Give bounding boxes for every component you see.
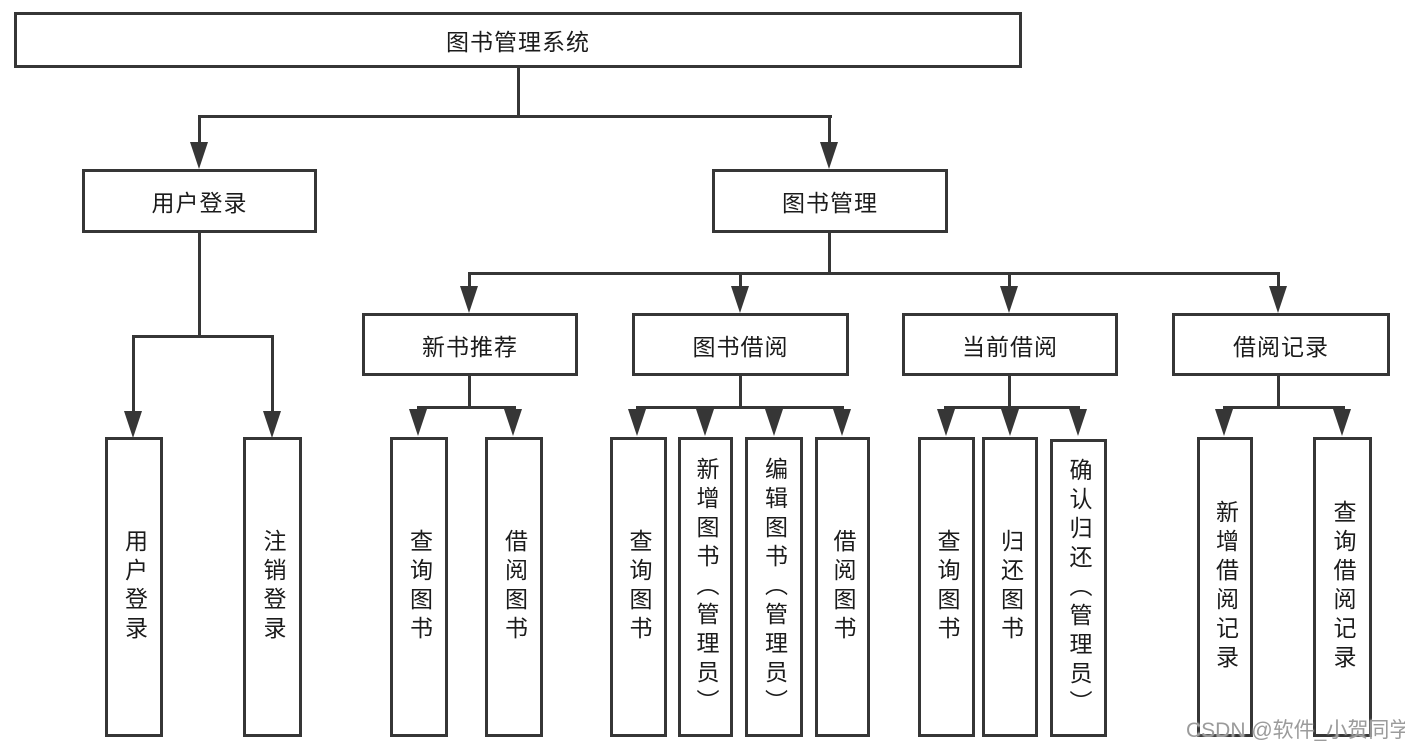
arrowhead-borrow-records-leaf-1 — [1215, 409, 1233, 436]
connector-stub-new-book — [468, 272, 471, 290]
leaf-new-book-borrow-books: 借阅图书 — [485, 437, 543, 737]
connector-stub-logout-leaf — [271, 335, 274, 415]
connector-user-login-trunk — [198, 233, 201, 338]
connector-current-borrow-trunk — [1008, 376, 1011, 409]
arrowhead-book-borrow-leaf-1 — [628, 409, 646, 436]
node-book-management: 图书管理 — [712, 169, 948, 233]
connector-book-borrow-trunk — [739, 376, 742, 409]
connector-book-borrow-distributor — [636, 406, 844, 409]
arrowhead-book-borrow-leaf-3 — [765, 409, 783, 436]
node-user-login: 用户登录 — [82, 169, 317, 233]
leaf-book-borrow-borrow-books: 借阅图书 — [815, 437, 870, 737]
arrowhead-logout-leaf — [263, 411, 281, 438]
connector-user-login-distributor — [133, 335, 274, 338]
arrowhead-current-borrow — [1000, 286, 1018, 313]
arrowhead-current-borrow-leaf-3 — [1069, 409, 1087, 436]
connector-new-book-distributor — [417, 406, 516, 409]
arrowhead-new-book — [460, 286, 478, 313]
arrowhead-book-borrow-leaf-2 — [696, 409, 714, 436]
node-new-book-recommend: 新书推荐 — [362, 313, 578, 376]
leaf-user-logout: 注销登录 — [243, 437, 302, 737]
arrowhead-current-borrow-leaf-2 — [1001, 409, 1019, 436]
leaf-borrow-records-add-record: 新增借阅记录 — [1197, 437, 1253, 737]
arrowhead-login-leaf — [124, 411, 142, 438]
connector-borrow-records-distributor — [1223, 406, 1345, 409]
node-book-borrow: 图书借阅 — [632, 313, 849, 376]
connector-borrow-records-trunk — [1277, 376, 1280, 409]
connector-level2-distributor — [198, 115, 832, 118]
connector-root-trunk — [517, 68, 520, 118]
connector-current-borrow-distributor — [944, 406, 1080, 409]
leaf-book-borrow-query-books: 查询图书 — [610, 437, 667, 737]
arrowhead-book-management — [820, 142, 838, 169]
leaf-book-borrow-add-books-admin: 新增图书（管理员） — [678, 437, 733, 737]
arrowhead-book-borrow — [731, 286, 749, 313]
connector-stub-login-leaf — [132, 335, 135, 415]
leaf-current-borrow-query-books: 查询图书 — [918, 437, 975, 737]
connector-book-management-trunk — [828, 233, 831, 275]
connector-stub-book-management — [828, 115, 831, 145]
leaf-borrow-records-query-record: 查询借阅记录 — [1313, 437, 1372, 737]
arrowhead-current-borrow-leaf-1 — [937, 409, 955, 436]
connector-level3-distributor — [468, 272, 1280, 275]
connector-stub-user-login — [198, 115, 201, 145]
watermark-csdn: CSDN @软件_小贺同学 — [1186, 719, 1405, 742]
leaf-user-login: 用户登录 — [105, 437, 163, 737]
arrowhead-borrow-records-leaf-2 — [1333, 409, 1351, 436]
connector-stub-current-borrow — [1008, 272, 1011, 290]
arrowhead-borrow-records — [1269, 286, 1287, 313]
node-borrow-records: 借阅记录 — [1172, 313, 1390, 376]
connector-stub-book-borrow — [739, 272, 742, 290]
connector-stub-borrow-records — [1277, 272, 1280, 290]
arrowhead-new-book-leaf-2 — [504, 409, 522, 436]
connector-new-book-trunk — [468, 376, 471, 409]
leaf-book-borrow-edit-books-admin: 编辑图书（管理员） — [745, 437, 803, 737]
arrowhead-new-book-leaf-1 — [409, 409, 427, 436]
arrowhead-book-borrow-leaf-4 — [833, 409, 851, 436]
node-current-borrow: 当前借阅 — [902, 313, 1118, 376]
leaf-current-borrow-return-books: 归还图书 — [982, 437, 1038, 737]
arrowhead-user-login — [190, 142, 208, 169]
leaf-new-book-query-books: 查询图书 — [390, 437, 448, 737]
node-library-management-system: 图书管理系统 — [14, 12, 1022, 68]
leaf-current-borrow-confirm-return-admin: 确认归还（管理员） — [1050, 439, 1107, 737]
